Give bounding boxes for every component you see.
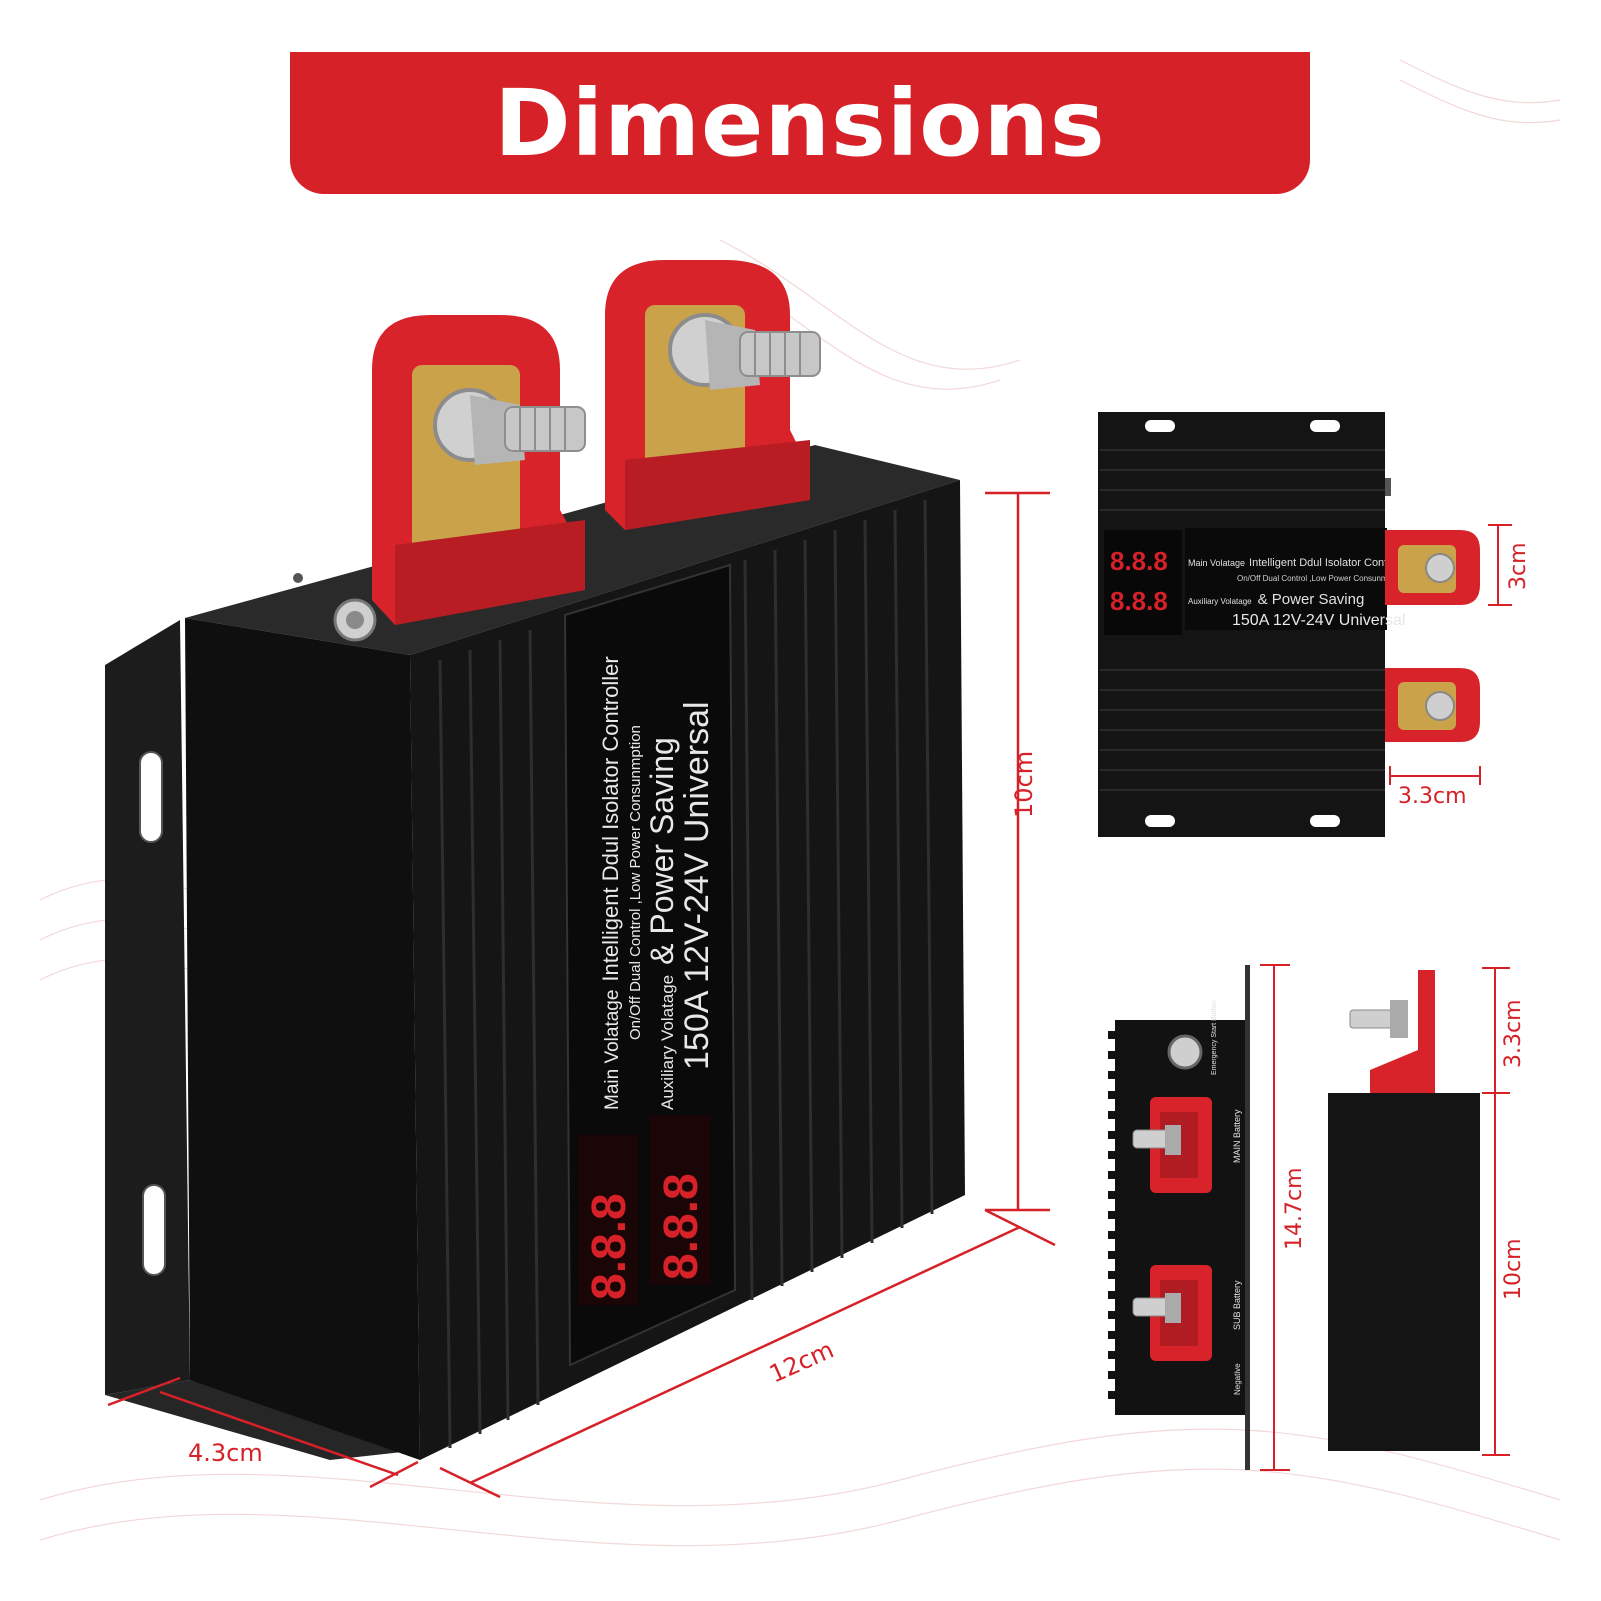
dimension-height-label: 10cm xyxy=(1010,750,1038,818)
dimension-lines-main xyxy=(107,491,1056,1499)
display-aux-readout: 8.8.8 xyxy=(655,1173,708,1280)
emergency-button xyxy=(293,573,377,642)
side-label-negative: Negative xyxy=(1233,1363,1242,1395)
label-line2: On/Off Dual Control ,Low Power Consunmpt… xyxy=(627,725,644,1040)
top-label-line3: & Power Saving xyxy=(1258,591,1365,608)
label-line3: Auxiliary Volatage& Power Saving xyxy=(644,737,680,1110)
top-display-main: 8.8.8 xyxy=(1110,546,1168,576)
dimension-side-body-height-label: 10cm xyxy=(1501,1238,1526,1300)
top-label-line2: On/Off Dual Control ,Low Power Consunmpt… xyxy=(1237,574,1405,583)
top-label-line4: 150A 12V-24V Universal xyxy=(1232,612,1405,629)
top-label-line3-prefix: Auxiliary Volatage xyxy=(1188,597,1252,606)
title-banner: Dimensions xyxy=(290,52,1310,194)
svg-text:Auxiliary Volatage& Power Savi: Auxiliary Volatage & Power Saving xyxy=(1188,591,1364,608)
dimension-depth-label: 4.3cm xyxy=(188,1439,263,1467)
side-label-main-battery: MAIN Battery xyxy=(1232,1109,1242,1163)
housing-ribs xyxy=(438,499,934,1449)
dimension-total-length-label: 14.7cm xyxy=(1282,1167,1307,1250)
dimension-lines-end xyxy=(1482,967,1510,1456)
top-label-line1: Intelligent Ddul Isolator Controller xyxy=(1249,557,1412,569)
display-main-readout: 8.8.8 xyxy=(583,1193,636,1300)
terminal-main xyxy=(372,315,586,625)
dimension-terminal-height-label: 3cm xyxy=(1506,542,1531,590)
dimension-lines-side xyxy=(1260,964,1290,1471)
side-label-sub-battery: SUB Battery xyxy=(1232,1280,1242,1330)
label-line1: Main VolatageIntelligent Ddul Isolator C… xyxy=(598,656,623,1110)
side-label-emergency: Emergency Start Button xyxy=(1211,1001,1218,1075)
side-view: Emergency Start Button MAIN Battery SUB … xyxy=(1108,965,1250,1470)
top-display-aux: 8.8.8 xyxy=(1110,586,1168,616)
page-title: Dimensions xyxy=(494,69,1106,177)
dimension-lines-top xyxy=(1389,524,1512,785)
voltage-displays: 8.8.8 8.8.8 xyxy=(578,1115,710,1305)
main-label-text: Main VolatageIntelligent Ddul Isolator C… xyxy=(598,656,716,1110)
end-view xyxy=(1328,970,1480,1451)
terminal-aux xyxy=(605,260,821,530)
label-line4: 150A 12V-24V Universal xyxy=(678,701,716,1070)
dimension-terminal-width-label: 3.3cm xyxy=(1398,784,1467,809)
dimension-side-terminal-height-label: 3.3cm xyxy=(1501,999,1526,1068)
top-label-line1-prefix: Main Volatage xyxy=(1188,558,1245,568)
housing-front xyxy=(185,618,420,1460)
top-view: 8.8.8 8.8.8 Main Volatage Intelligent Ddu… xyxy=(1098,412,1480,837)
svg-text:Main VolatageIntelligent Ddul: Main Volatage Intelligent Ddul Isolator C… xyxy=(1188,557,1412,569)
